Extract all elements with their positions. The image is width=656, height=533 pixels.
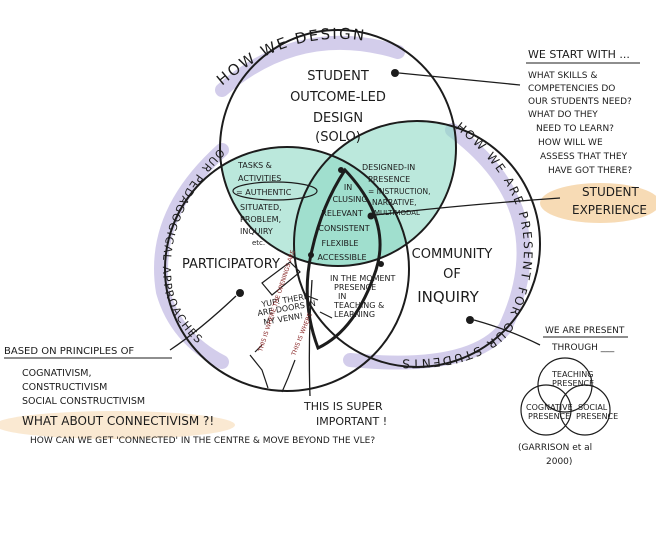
we-are-present: WE ARE PRESENT THROUGH ___: [543, 326, 628, 353]
based-on-line: COGNATIVISM,: [22, 368, 92, 379]
super-important-line: IMPORTANT !: [316, 415, 387, 428]
door-doodles: [249, 261, 333, 393]
overlap-left-line: ACTIVITIES: [238, 174, 281, 183]
centre-text: IN CLUSING RELEVANT CONSISTENT FLEXIBLE …: [317, 183, 369, 262]
based-on-principles: BASED ON PRINCIPLES OF COGNATIVISM, CONS…: [4, 346, 375, 446]
we-start-line: COMPETENCIES DO: [528, 84, 615, 94]
based-on-line: SOCIAL CONSTRUCTIVISM: [22, 396, 145, 407]
right-dot: [466, 316, 474, 324]
social-label: PRESENCE: [576, 412, 618, 421]
pedagogy-arc-band: [154, 143, 229, 369]
we-start-line: HOW WILL WE: [538, 138, 603, 148]
right-connector: [473, 319, 541, 346]
overlap-right-line: NARRATIVE,: [372, 198, 416, 207]
cognitive-label: COGNATIVE: [526, 403, 573, 412]
centre-outline: [305, 167, 382, 351]
right-circle: [293, 120, 541, 368]
garrison-citation: (GARRISON et al 2000): [518, 443, 592, 467]
overlap-right-line: PRESENCE: [368, 175, 410, 184]
centre-top-dot: [338, 167, 344, 173]
cognitive-label: PRESENCE: [528, 412, 570, 421]
top-circle-label: STUDENT OUTCOME-LED DESIGN (SOLO): [290, 69, 386, 145]
overlap-left-line: SITUATED,: [240, 203, 282, 212]
top-label-line: OUTCOME-LED: [290, 90, 386, 105]
social-label: SOCIAL: [578, 403, 608, 412]
citation-line: (GARRISON et al: [518, 443, 592, 453]
connectivism-highlight: [0, 411, 235, 439]
authentic-circle: [232, 181, 318, 201]
centre-line: FLEXIBLE: [322, 239, 359, 248]
overlap-right-line: = INSTRUCTION,: [368, 187, 430, 196]
centre-line: CONSISTENT: [318, 224, 369, 233]
top-label-line: STUDENT: [307, 69, 369, 84]
overlap-bottom-line: TEACHING &: [333, 301, 384, 310]
overlap-bottom-text: IN THE MOMENT PRESENCE IN TEACHING & LEA…: [330, 274, 396, 319]
overlap-bottom-line: IN: [338, 292, 346, 301]
right-circle-label: COMMUNITY OF INQUIRY: [412, 247, 493, 306]
left-circle: [164, 146, 410, 392]
we-start-heading: WE START WITH ...: [528, 48, 630, 61]
overlap-left-line: TASKS &: [237, 161, 272, 170]
super-important: THIS IS SUPER IMPORTANT !: [303, 400, 387, 428]
centre-line: IN: [344, 183, 352, 192]
top-dot: [391, 69, 399, 77]
top-circle: [219, 29, 457, 267]
centre-left-dot: [308, 252, 314, 258]
right-label-line: COMMUNITY: [412, 247, 493, 262]
centre-dot: [367, 212, 375, 220]
experience-connector: [374, 197, 561, 216]
left-circle-label: PARTICIPATORY: [182, 257, 280, 272]
design-arc-band: [215, 35, 405, 97]
centre-line: ACCESSIBLE: [317, 253, 366, 262]
overlap-left-text: TASKS & ACTIVITIES = AUTHENTIC SITUATED,…: [236, 161, 292, 247]
based-on-line: CONSTRUCTIVISM: [22, 382, 107, 393]
teaching-label: PRESENCE: [552, 379, 594, 388]
we-start-line: NEED TO LEARN?: [536, 124, 614, 134]
student-experience-highlight: [540, 183, 656, 223]
we-start-with: WE START WITH ... WHAT SKILLS & COMPETEN…: [526, 48, 640, 176]
right-label-line: OF: [443, 267, 461, 282]
top-connector: [398, 72, 521, 86]
centre-line: CLUSING: [332, 195, 367, 204]
left-dot: [236, 289, 244, 297]
student-experience: STUDENT EXPERIENCE: [572, 185, 647, 217]
overlap-bottom-line: LEARNING: [334, 310, 375, 319]
present-heading: WE ARE PRESENT: [545, 326, 625, 336]
important-connector: [308, 279, 313, 397]
student-experience-line: EXPERIENCE: [572, 203, 647, 217]
based-on-heading: BASED ON PRINCIPLES OF: [4, 346, 134, 357]
overlap-bottom-line: PRESENCE: [334, 283, 376, 292]
overlap-left-line: = AUTHENTIC: [236, 188, 292, 197]
present-arc-band: [343, 123, 531, 370]
top-label-line: DESIGN: [313, 111, 363, 126]
we-start-line: HAVE GOT THERE?: [548, 166, 632, 176]
we-start-line: OUR STUDENTS NEED?: [528, 97, 632, 107]
right-label-line: INQUIRY: [417, 288, 479, 306]
citation-line: 2000): [546, 457, 572, 467]
left-connector: [169, 295, 237, 351]
coi-mini-venn: TEACHING PRESENCE COGNATIVE PRESENCE SOC…: [520, 357, 618, 436]
connectivism-follow-up: HOW CAN WE GET 'CONNECTED' IN THE CENTRE…: [30, 436, 375, 446]
we-start-line: ASSESS THAT THEY: [540, 152, 628, 162]
student-experience-line: STUDENT: [582, 185, 640, 199]
connectivism-question: WHAT ABOUT CONNECTIVISM ?!: [22, 414, 214, 428]
overlap-left-line: PROBLEM,: [240, 215, 281, 224]
centre-right-dot: [378, 261, 384, 267]
we-start-line: WHAT SKILLS &: [528, 71, 597, 81]
we-start-line: WHAT DO THEY: [528, 110, 598, 120]
super-important-line: THIS IS SUPER: [303, 400, 383, 413]
teaching-label: TEACHING: [551, 370, 593, 379]
overlap-left-line: etc.: [252, 239, 265, 247]
overlap-bottom-line: IN THE MOMENT: [330, 274, 396, 283]
centre-line: RELEVANT: [321, 209, 363, 218]
overlap-left-line: INQUIRY: [240, 227, 273, 236]
overlap-right-line: DESIGNED-IN: [362, 163, 415, 172]
present-sub: THROUGH ___: [551, 343, 615, 353]
top-label-line: (SOLO): [315, 130, 361, 145]
